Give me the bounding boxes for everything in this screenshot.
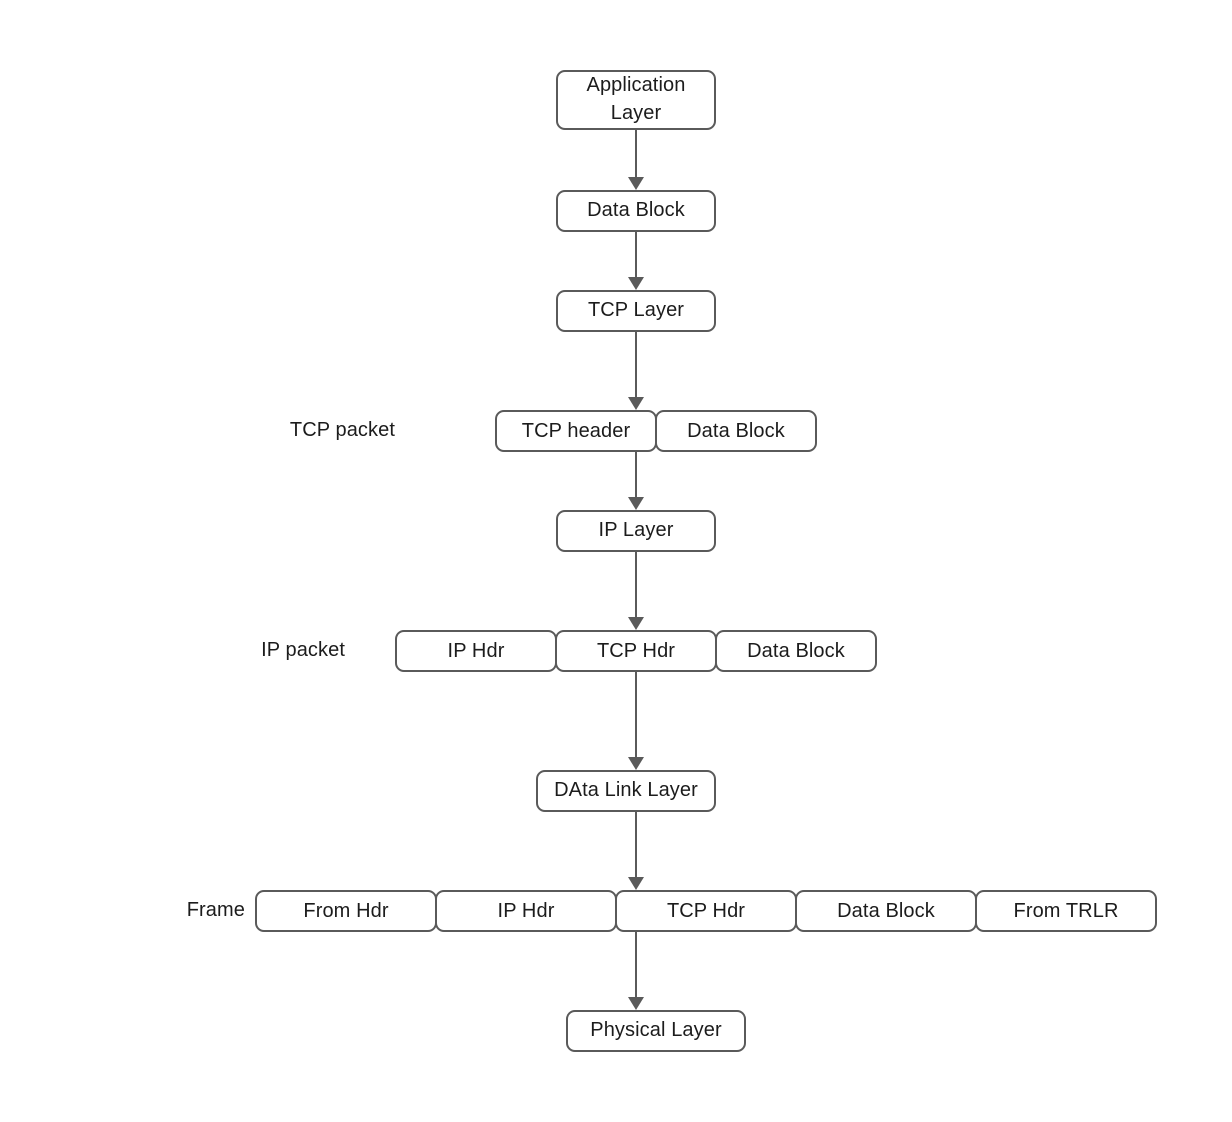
segment-from-trlr[interactable]: From TRLR — [975, 890, 1157, 932]
node-data-block[interactable]: Data Block — [556, 190, 716, 232]
row-label-tcp-packet: TCP packet — [289, 419, 395, 441]
segment-from-hdr[interactable]: From Hdr — [255, 890, 437, 932]
node-physical-layer[interactable]: Physical Layer — [566, 1010, 746, 1052]
strip-tcp-packet: TCP header Data Block — [495, 410, 817, 452]
segment-tcp-hdr[interactable]: TCP Hdr — [615, 890, 797, 932]
segment-ip-hdr[interactable]: IP Hdr — [435, 890, 617, 932]
row-label-frame: Frame — [186, 899, 245, 921]
node-data-link-layer[interactable]: DAta Link Layer — [536, 770, 716, 812]
strip-ip-packet: IP Hdr TCP Hdr Data Block — [395, 630, 877, 672]
segment-data-block[interactable]: Data Block — [795, 890, 977, 932]
segment-tcp-hdr[interactable]: TCP Hdr — [555, 630, 717, 672]
segment-tcp-header[interactable]: TCP header — [495, 410, 657, 452]
segment-ip-hdr[interactable]: IP Hdr — [395, 630, 557, 672]
node-ip-layer[interactable]: IP Layer — [556, 510, 716, 552]
strip-frame: From Hdr IP Hdr TCP Hdr Data Block From … — [255, 890, 1157, 932]
segment-data-block[interactable]: Data Block — [655, 410, 817, 452]
row-label-ip-packet: IP packet — [261, 639, 345, 661]
node-tcp-layer[interactable]: TCP Layer — [556, 290, 716, 332]
segment-data-block[interactable]: Data Block — [715, 630, 877, 672]
node-application-layer[interactable]: Application Layer — [556, 70, 716, 130]
